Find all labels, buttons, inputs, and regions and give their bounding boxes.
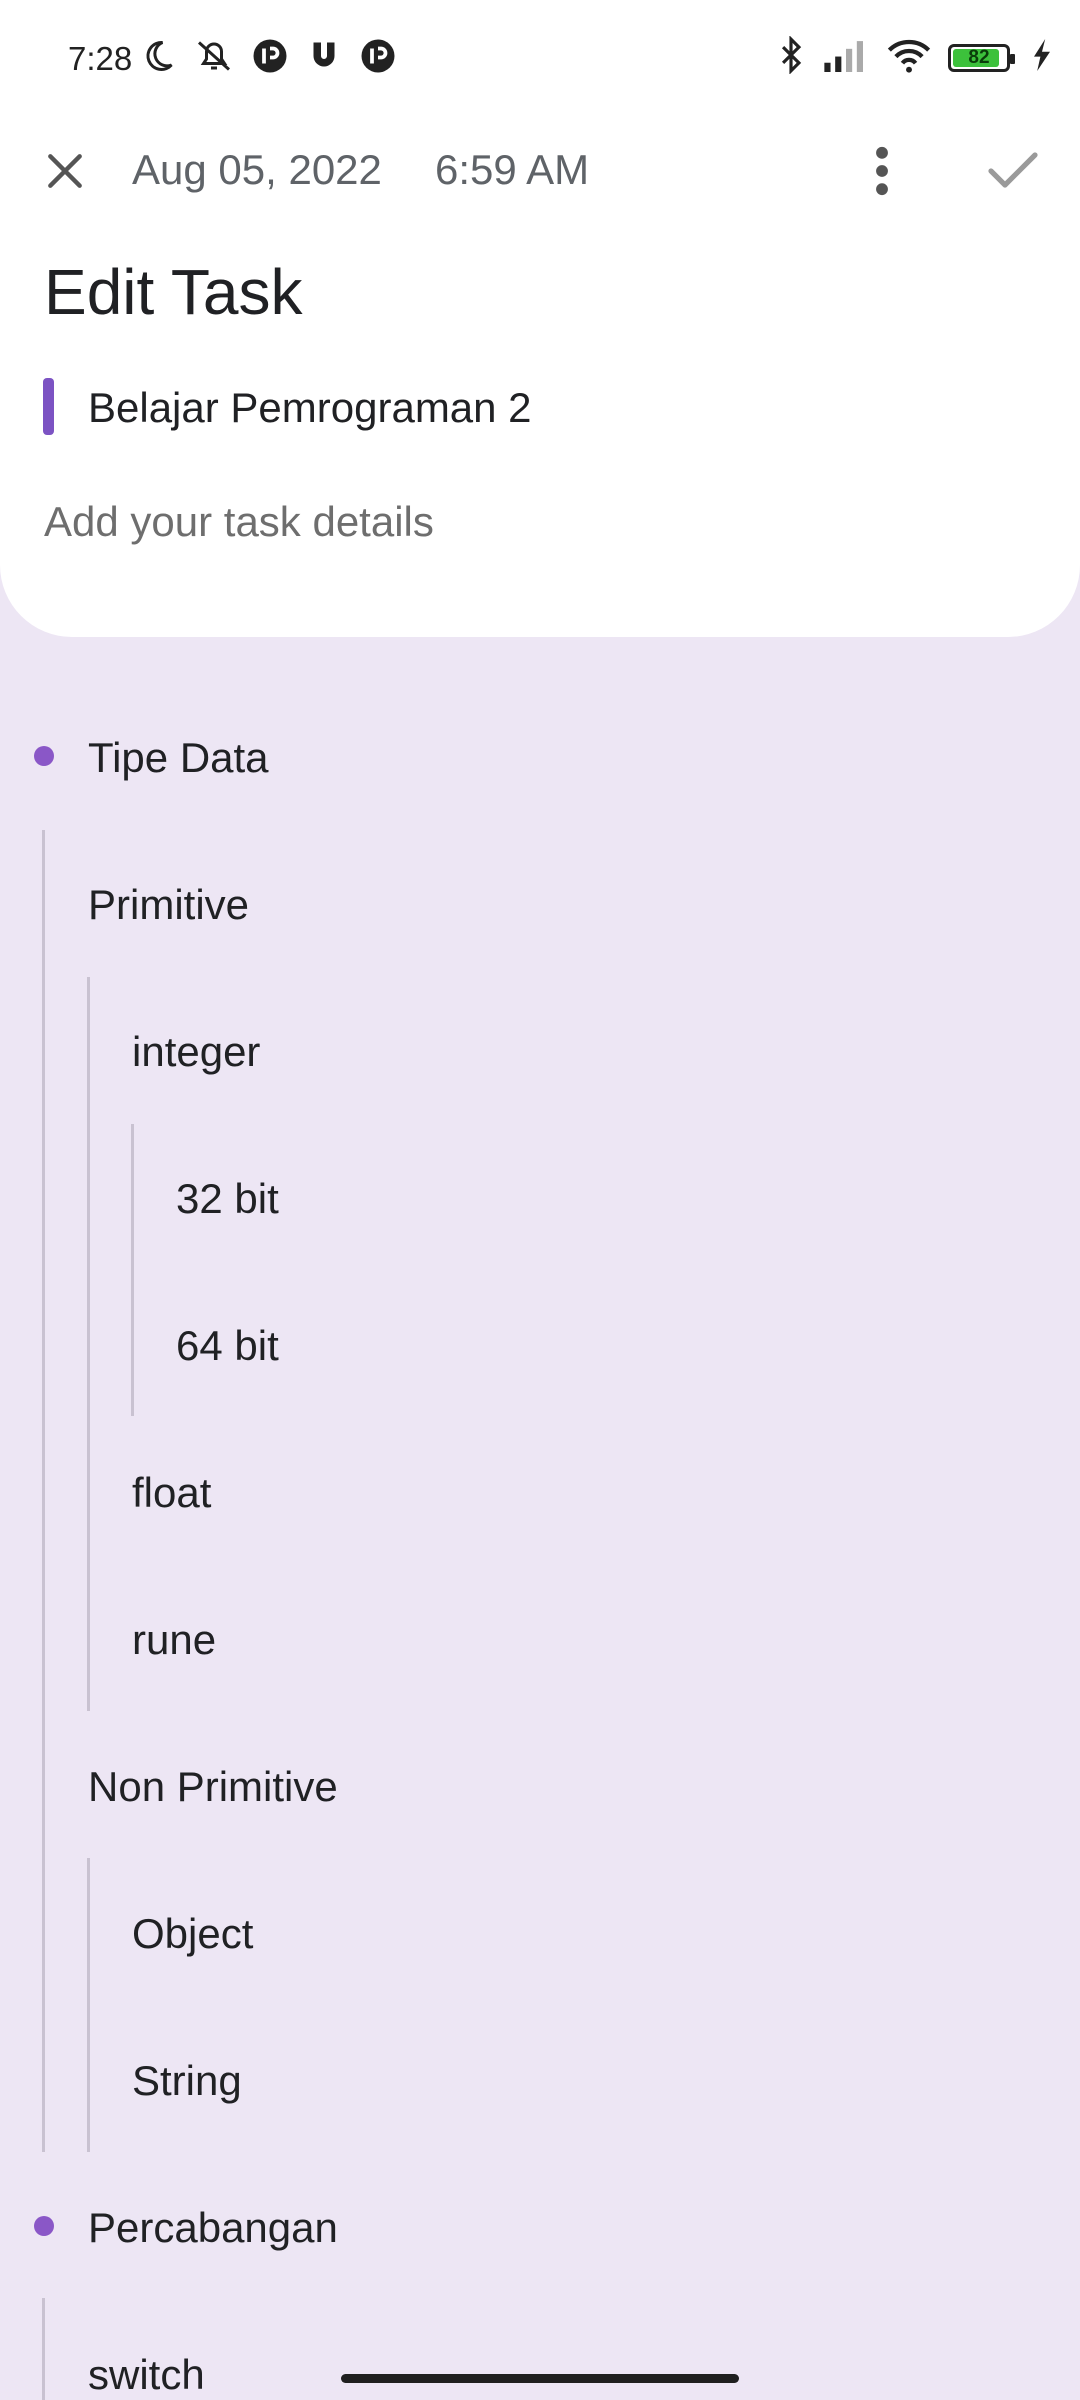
list-item[interactable]: Percabangan [88, 2204, 338, 2251]
close-button[interactable] [30, 136, 100, 206]
list-item[interactable]: 64 bit [176, 1322, 279, 1369]
list-item[interactable]: Primitive [88, 881, 250, 928]
close-icon [48, 154, 82, 188]
list-item[interactable]: Non Primitive [88, 1763, 338, 1810]
task-accent-bar [43, 378, 54, 435]
list-item[interactable]: rune [132, 1616, 217, 1663]
list-item[interactable]: String [132, 2057, 242, 2104]
app-icon-1 [252, 38, 288, 79]
more-vert-icon [876, 146, 888, 196]
task-title-input[interactable]: Belajar Pemrograman 2 [88, 384, 532, 431]
bell-off-icon [194, 38, 234, 79]
list-bullet [34, 746, 54, 766]
more-options-button[interactable] [850, 136, 914, 206]
app-icon-2 [360, 38, 396, 79]
indent-guide [42, 2298, 45, 2400]
indent-guide [42, 830, 45, 2152]
signal-icon [822, 38, 870, 77]
status-time: 7:28 [68, 40, 133, 77]
time-field[interactable]: 6:59 AM [435, 146, 590, 193]
magnet-icon [306, 38, 342, 79]
save-check-button[interactable] [978, 136, 1048, 206]
list-item[interactable]: integer [132, 1028, 261, 1075]
home-indicator[interactable] [341, 2374, 739, 2383]
indent-guide [87, 1858, 90, 2152]
top-app-bar: Aug 05, 2022 6:59 AM [0, 118, 1080, 222]
list-item[interactable]: Object [132, 1910, 254, 1957]
check-icon [988, 152, 1038, 188]
indent-guide [87, 977, 90, 1711]
page-title: Edit Task [44, 256, 303, 328]
battery-level: 82 [968, 46, 990, 68]
list-item[interactable]: 32 bit [176, 1175, 279, 1222]
indent-guide [131, 1124, 134, 1416]
list-bullet [34, 2216, 54, 2236]
date-field[interactable]: Aug 05, 2022 [132, 146, 382, 193]
task-details-input[interactable]: Add your task details [44, 498, 434, 545]
status-bar: 7:28 82 [0, 0, 1080, 118]
list-item[interactable]: switch [88, 2351, 205, 2398]
list-item[interactable]: float [132, 1469, 212, 1516]
charging-icon [1032, 39, 1052, 76]
wifi-icon [886, 37, 932, 78]
battery-icon: 82 [948, 43, 1015, 72]
bluetooth-icon [776, 35, 806, 79]
moon-icon [140, 38, 176, 79]
list-item[interactable]: Tipe Data [88, 734, 269, 781]
